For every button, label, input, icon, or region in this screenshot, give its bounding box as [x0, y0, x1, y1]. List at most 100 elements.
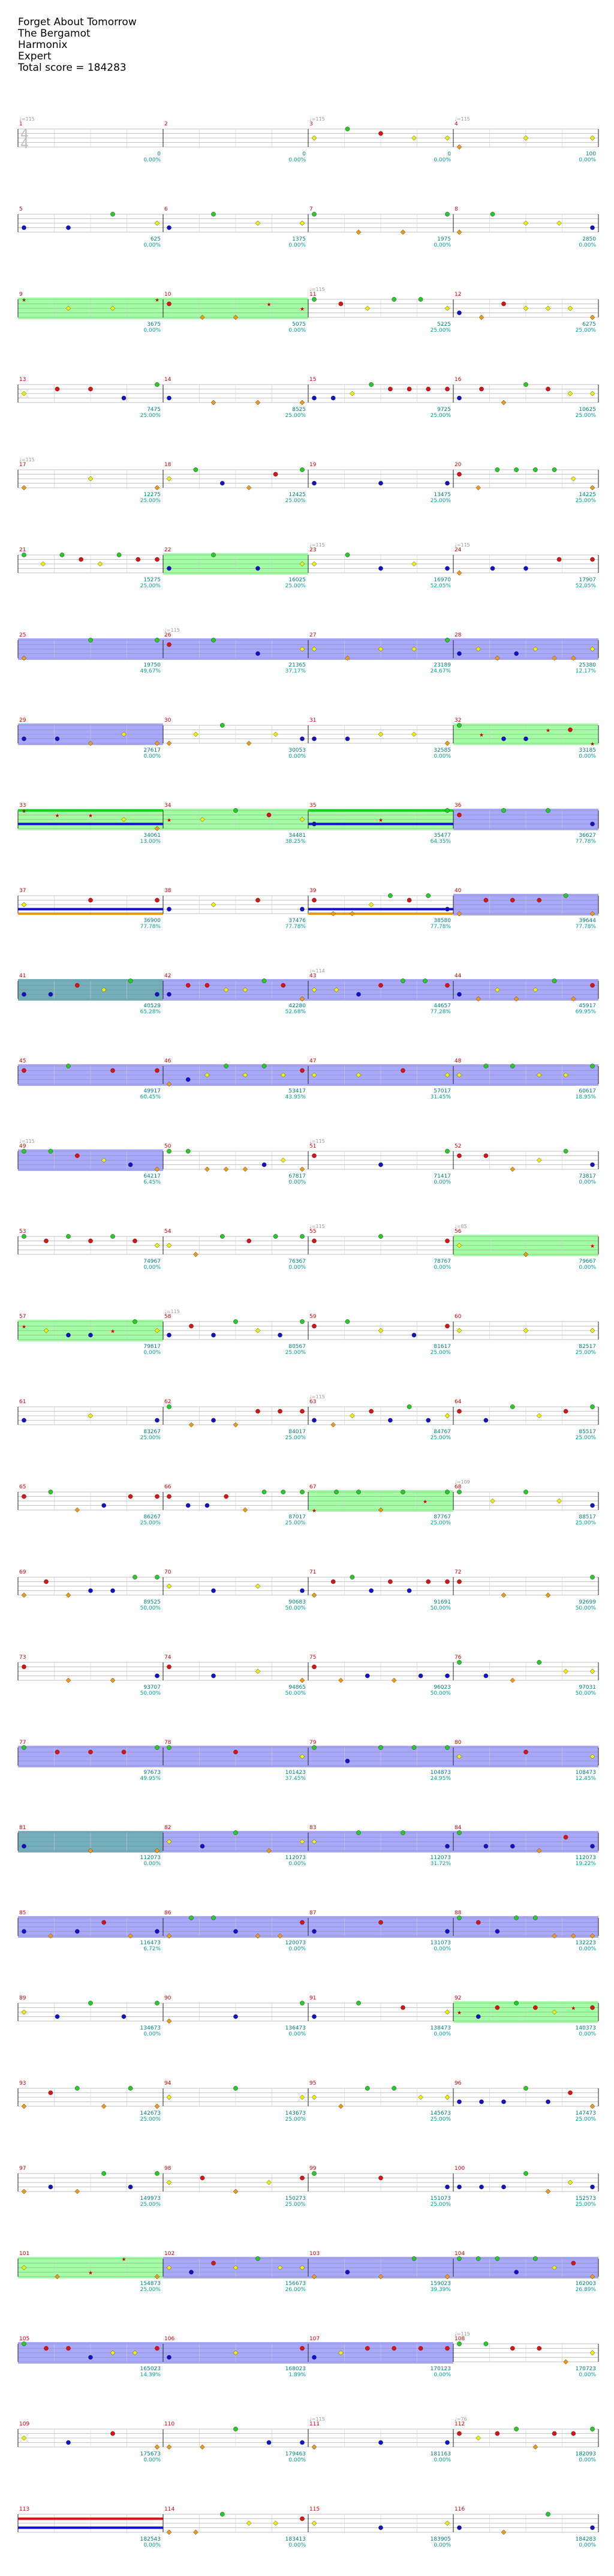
red-note	[445, 1579, 450, 1584]
yellow-note	[255, 1583, 261, 1589]
blue-note	[204, 1503, 210, 1508]
red-note	[392, 2346, 397, 2351]
measure-percent: 52.05%	[576, 583, 597, 589]
green-note	[167, 1404, 171, 1409]
blue-note	[312, 1418, 317, 1423]
yellow-note	[311, 646, 317, 652]
yellow-note	[299, 220, 305, 226]
orange-note	[88, 1848, 94, 1854]
measure-score: 134673	[140, 2025, 161, 2031]
measure-number: 86	[164, 1910, 171, 1916]
orange-note	[456, 144, 462, 150]
green-note	[233, 1319, 238, 1324]
measure-number: 80	[455, 1740, 462, 1746]
green-note	[155, 2001, 159, 2005]
red-note	[445, 386, 450, 392]
red-note	[563, 1835, 568, 1840]
red-note	[312, 1238, 317, 1244]
blue-note	[445, 566, 450, 571]
time-signature-bottom: 4	[20, 137, 29, 152]
measure-number: 3	[309, 121, 313, 127]
measure-percent: 25.00%	[140, 1520, 161, 1526]
blue-note	[121, 395, 127, 401]
measure-number: 15	[309, 377, 316, 383]
measure-score: 40529	[143, 1003, 161, 1009]
blue-note	[345, 1758, 350, 1764]
blue-note	[189, 2269, 194, 2275]
measure-percent: 77.78%	[140, 924, 161, 930]
green-note	[312, 297, 317, 302]
yellow-note	[299, 646, 305, 652]
measure-number: 52	[455, 1143, 461, 1149]
measure-number: 67	[309, 1484, 316, 1490]
green-note	[510, 1404, 515, 1409]
green-note	[392, 297, 397, 302]
green-note	[445, 808, 450, 813]
yellow-note	[233, 2350, 239, 2356]
yellow-note	[166, 2265, 172, 2271]
green-note	[128, 2086, 133, 2091]
green-note	[552, 467, 557, 472]
measure-percent: 0.00%	[143, 328, 161, 334]
orange-note	[552, 1933, 557, 1939]
yellow-note	[456, 1754, 462, 1760]
red-note	[510, 897, 515, 903]
orange-note	[495, 655, 500, 661]
yellow-note	[88, 1413, 94, 1419]
blue-note	[22, 1418, 26, 1423]
orange-note	[166, 740, 172, 746]
measure-percent: 0.00%	[288, 328, 306, 334]
measure-score: 83267	[143, 1429, 161, 1435]
orange-note	[356, 229, 362, 235]
blue-note	[378, 566, 383, 571]
green-note	[563, 893, 568, 898]
yellow-note	[536, 1072, 542, 1078]
red-note	[495, 2431, 500, 2436]
yellow-note	[523, 1328, 529, 1334]
blue-note	[457, 992, 462, 997]
yellow-note	[311, 2520, 317, 2526]
measure-score: 35477	[434, 833, 451, 839]
measure-score: 5075	[292, 322, 306, 328]
measure-number: 36	[455, 803, 462, 809]
red-note	[300, 2346, 305, 2351]
measure-score: 87017	[288, 1514, 306, 1520]
measure-score: 64217	[143, 1173, 161, 1179]
green-note	[155, 1575, 159, 1580]
song-header: Forget About Tomorrow The Bergamot Harmo…	[18, 17, 137, 74]
yellow-note	[273, 731, 278, 737]
yellow-note	[299, 2094, 305, 2100]
yellow-note	[210, 902, 216, 908]
measure-number: 83	[309, 1825, 316, 1831]
measure-score: 182093	[576, 2451, 596, 2457]
measure-score: 165023	[140, 2366, 161, 2372]
measure-score: 89525	[143, 1599, 161, 1605]
blue-note	[457, 2525, 462, 2530]
measure-percent: 25.00%	[285, 583, 306, 589]
blue-note	[167, 566, 171, 571]
blue-note	[445, 481, 450, 486]
measure-percent: 77.28%	[431, 1009, 452, 1015]
measure-number: 111	[309, 2421, 320, 2427]
blue-note	[369, 1588, 374, 1593]
measure-percent: 25.00%	[576, 1435, 597, 1441]
orange-note	[523, 1251, 529, 1257]
red-note	[418, 2346, 423, 2351]
measure-percent: 69.95%	[576, 1009, 597, 1015]
red-note	[66, 2346, 71, 2351]
orange-note	[74, 1507, 80, 1513]
measure-percent: 64.35%	[431, 839, 452, 845]
red-note	[457, 2431, 462, 2436]
yellow-note	[523, 135, 529, 141]
green-note	[133, 1319, 137, 1324]
green-note	[116, 553, 122, 557]
blue-note	[483, 1844, 489, 1849]
measure-percent: 31.72%	[431, 1861, 452, 1867]
orange-note	[242, 1166, 248, 1172]
green-note	[110, 1234, 115, 1239]
measure-number: 60	[455, 1314, 462, 1320]
measure-percent: 25.00%	[431, 413, 452, 419]
measure-number: 84	[455, 1825, 462, 1831]
red-note	[556, 557, 562, 562]
red-note	[552, 2431, 557, 2436]
